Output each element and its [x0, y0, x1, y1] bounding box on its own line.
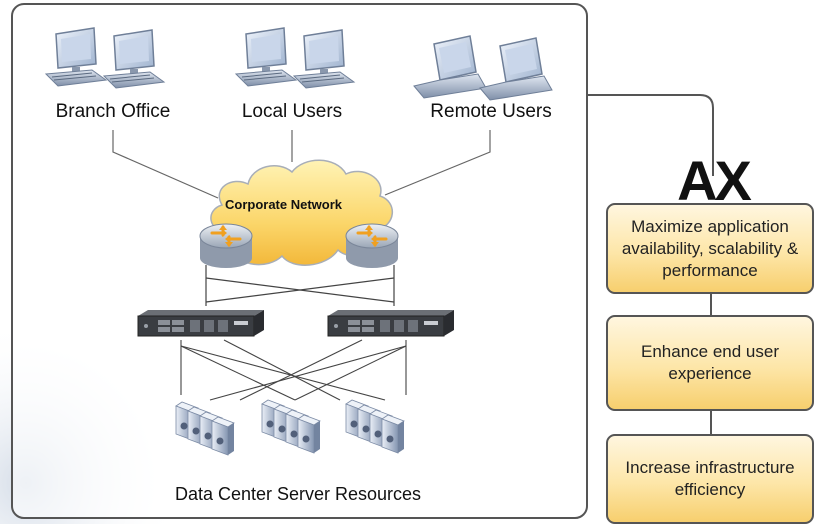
label-corporate-network: Corporate Network	[225, 197, 343, 212]
panel-to-ax-connector	[588, 94, 714, 176]
server-links	[180, 339, 407, 401]
benefit-box-enhance: Enhance end user experience	[606, 315, 814, 411]
router-left-icon	[198, 222, 254, 270]
label-data-center: Data Center Server Resources	[174, 484, 422, 504]
svg-text:AX: AX	[677, 149, 751, 212]
label-remote-users: Remote Users	[430, 101, 552, 122]
label-branch-office: Branch Office	[55, 101, 171, 122]
benefit-text: Increase infrastructure efficiency	[625, 458, 795, 499]
user-links	[112, 130, 491, 199]
core-links	[205, 265, 395, 306]
benefit-box-maximize: Maximize application availability, scala…	[606, 203, 814, 294]
label-local-users: Local Users	[241, 101, 343, 122]
router-right-icon	[344, 222, 400, 270]
ax-logo: AX	[677, 149, 754, 212]
benefit-box-increase: Increase infrastructure efficiency	[606, 434, 814, 524]
benefit-text: Enhance end user experience	[641, 342, 779, 383]
switch-left-icon	[137, 309, 265, 337]
switch-right-icon	[327, 309, 455, 337]
benefit-text: Maximize application availability, scala…	[621, 216, 799, 280]
